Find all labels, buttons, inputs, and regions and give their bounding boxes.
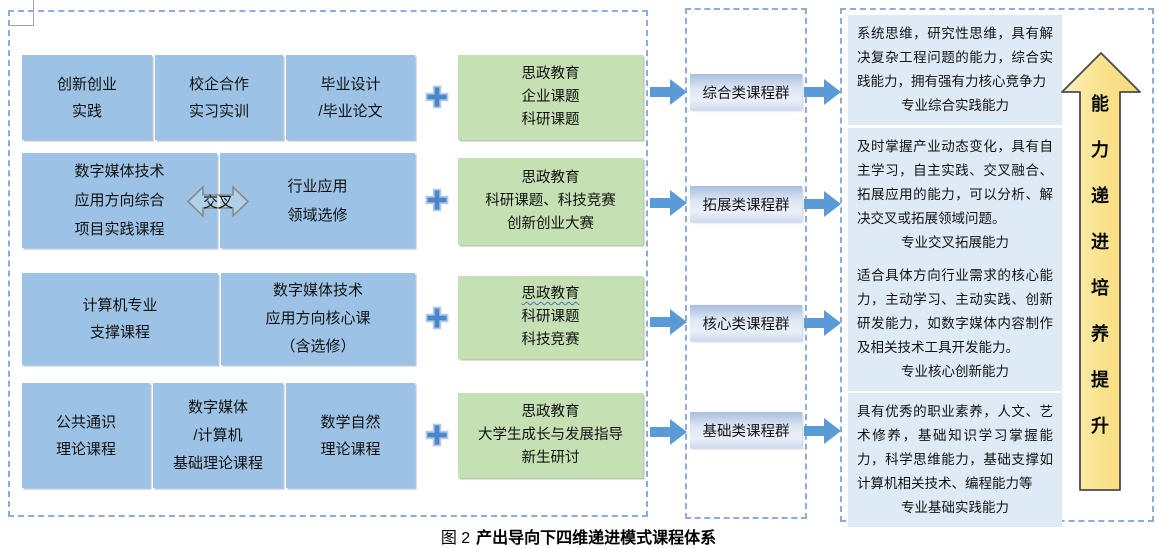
plus-icon: [425, 306, 449, 330]
flow-arrow-icon: [650, 79, 687, 105]
box-innovation-practice: 创新创业 实践: [22, 55, 152, 140]
flow-arrow-icon: [804, 310, 841, 336]
corner-mark: [8, 0, 34, 26]
flow-arrow-icon: [804, 418, 841, 444]
box-dm-cs-basic-theory: 数字媒体 /计算机 基础理论课程: [153, 383, 283, 488]
green-box-basic: 思政教育 大学生成长与发展指导 新生研讨: [458, 393, 643, 478]
plus-icon: [425, 423, 449, 447]
cross-double-arrow-icon: [186, 185, 250, 218]
green-box-comprehensive: 思政教育 企业课题 科研课题: [458, 55, 643, 140]
green-box-core-rest: 科研课题 科技竞赛: [521, 309, 580, 348]
box-graduation-design-thesis: 毕业设计 /毕业论文: [286, 55, 415, 140]
figure-caption: 图 2 产出导向下四维递进模式课程体系: [0, 524, 1157, 548]
ability-arrow-char: 养: [1091, 324, 1109, 344]
ability-block-body: 适合具体方向行业需求的核心能力，主动学习、主动实践、创新研发能力，如数字媒体内容…: [857, 268, 1053, 355]
ability-up-arrow-icon: [1061, 52, 1141, 491]
course-group-core: 核心类课程群: [690, 305, 802, 341]
course-group-panel-border: [685, 8, 807, 519]
box-industry-electives: 行业应用 领域选修: [220, 153, 415, 248]
ability-block-core: 适合具体方向行业需求的核心能力，主动学习、主动实践、创新研发能力，如数字媒体内容…: [848, 257, 1062, 391]
ability-block-basic: 具有优秀的职业素养，人文、艺术修养，基础知识学习掌握能力，科学思维能力，基础支撑…: [848, 393, 1062, 527]
ability-block-expansion: 及时掌握产业动态变化，具有自主学习，自主实践、交叉融合、拓展应用的能力，可以分析…: [848, 128, 1062, 262]
flow-arrow-icon: [650, 190, 687, 216]
caption-title: 产出导向下四维递进模式课程体系: [476, 530, 717, 547]
box-math-science-theory: 数学自然 理论课程: [286, 383, 415, 488]
green-box-core-line1: 思政教育: [521, 286, 580, 302]
ability-block-body: 系统思维，研究性思维，具有解决复杂工程问题的能力，综合实践能力，拥有强有力核心竞…: [857, 26, 1053, 89]
ability-arrow-char: 升: [1091, 416, 1109, 436]
ability-block-tail: 专业综合实践能力: [901, 98, 1009, 113]
ability-arrow-char: 递: [1091, 186, 1109, 206]
flow-arrow-icon: [650, 309, 687, 335]
ability-arrow-char: 能: [1091, 94, 1109, 114]
ability-arrow-char: 提: [1091, 370, 1109, 390]
ability-block-tail: 专业核心创新能力: [901, 364, 1009, 379]
green-box-expansion: 思政教育 科研课题、科技竞赛 创新创业大赛: [458, 158, 643, 245]
plus-icon: [425, 85, 449, 109]
left-panel-border: [8, 10, 648, 517]
ability-arrow-char: 培: [1091, 278, 1109, 298]
green-box-core: 思政教育 科研课题 科技竞赛: [458, 276, 643, 359]
box-general-education-theory: 公共通识 理论课程: [22, 383, 150, 488]
plus-icon: [425, 188, 449, 212]
flow-arrow-icon: [804, 79, 841, 105]
flow-arrow-icon: [804, 191, 841, 217]
ability-block-body: 及时掌握产业动态变化，具有自主学习，自主实践、交叉融合、拓展应用的能力，可以分析…: [857, 139, 1053, 226]
box-school-enterprise-training: 校企合作 实习实训: [155, 55, 283, 140]
flow-arrow-icon: [650, 419, 687, 445]
ability-block-tail: 专业交叉拓展能力: [901, 235, 1009, 250]
cross-arrow-label: 交叉: [202, 194, 233, 211]
ability-arrow-char: 力: [1091, 140, 1109, 160]
ability-block-tail: 专业基础实践能力: [901, 500, 1009, 515]
course-group-basic: 基础类课程群: [690, 412, 802, 448]
ability-block-comprehensive: 系统思维，研究性思维，具有解决复杂工程问题的能力，综合实践能力，拥有强有力核心竞…: [848, 15, 1062, 125]
ability-arrow-text: 能 力 递 进 培 养 提 升: [1086, 90, 1114, 438]
box-cs-support-courses: 计算机专业 支撑课程: [22, 273, 218, 365]
box-dm-comprehensive-project: 数字媒体技术 应用方向综合 项目实践课程: [22, 153, 217, 248]
course-group-expansion: 拓展类课程群: [690, 186, 802, 222]
ability-arrow-char: 进: [1091, 232, 1109, 252]
caption-figure-label: 图 2: [440, 530, 471, 547]
course-group-comprehensive: 综合类课程群: [690, 74, 802, 110]
ability-block-body: 具有优秀的职业素养，人文、艺术修养，基础知识学习掌握能力，科学思维能力，基础支撑…: [857, 404, 1053, 491]
box-dm-core-courses: 数字媒体技术 应用方向核心课 （含选修）: [221, 273, 415, 365]
